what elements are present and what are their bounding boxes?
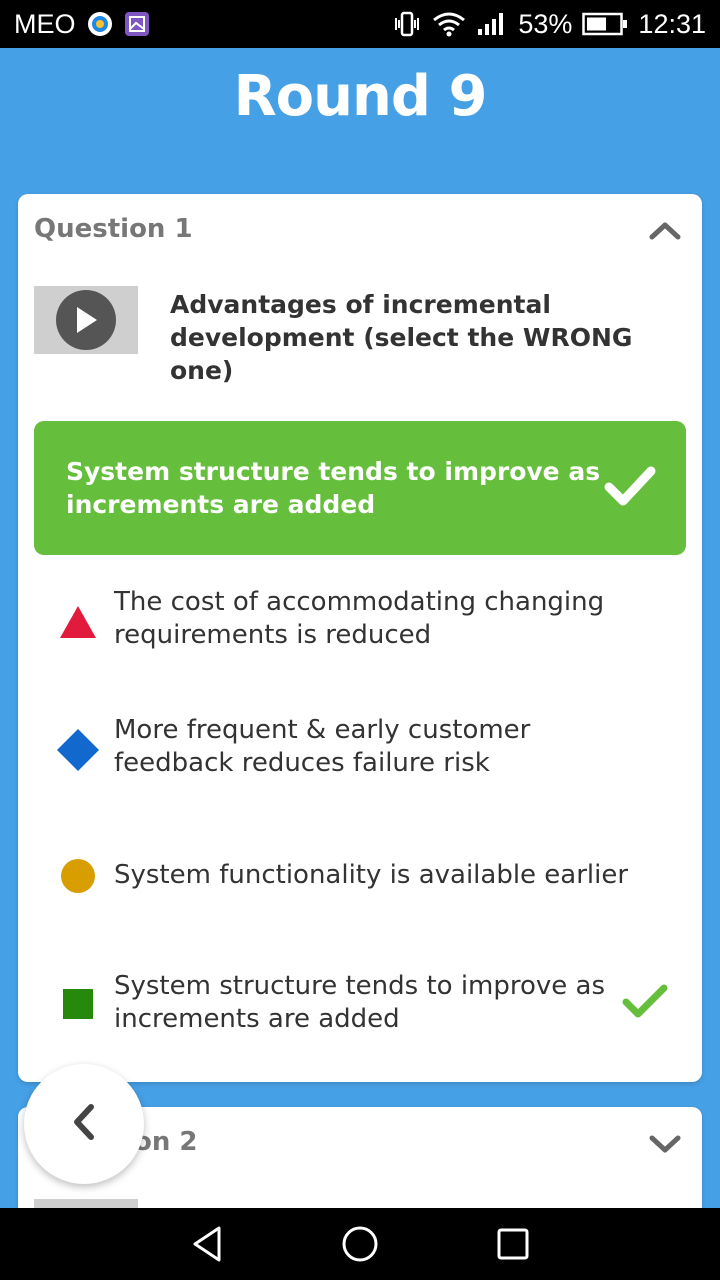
question-label: Question 1 <box>34 214 193 244</box>
chevron-left-icon <box>69 1102 99 1146</box>
battery-percent: 53% <box>518 8 573 39</box>
answer-text: The cost of accommodating changing requi… <box>114 587 605 650</box>
question-text: Advantages of incremental development (s… <box>170 290 633 385</box>
check-icon <box>622 982 668 1024</box>
play-icon[interactable] <box>56 290 116 350</box>
video-thumbnail[interactable] <box>34 286 138 354</box>
answer-option-3: System functionality is available earlie… <box>18 854 702 898</box>
signal-icon <box>476 11 508 37</box>
carrier-name: MEO <box>14 8 76 39</box>
nav-home-icon[interactable] <box>330 1214 390 1274</box>
chevron-down-icon[interactable] <box>648 1133 682 1157</box>
chevron-up-icon[interactable] <box>648 218 682 242</box>
nav-recents-icon[interactable] <box>483 1214 543 1274</box>
diamond-icon <box>56 728 100 772</box>
check-icon <box>604 464 656 512</box>
battery-icon <box>582 12 628 36</box>
answer-option-2: More frequent & early customer feedback … <box>18 710 702 790</box>
nav-back-icon[interactable] <box>177 1214 237 1274</box>
navigation-bar <box>0 1208 720 1280</box>
gallery-icon <box>124 11 150 37</box>
wifi-icon <box>432 11 466 37</box>
clock: 12:31 <box>638 8 706 39</box>
triangle-icon <box>56 600 100 644</box>
circle-icon <box>56 854 100 898</box>
back-button[interactable] <box>24 1064 144 1184</box>
carrier-app-icon <box>86 10 114 38</box>
answer-text: System structure tends to improve as inc… <box>114 971 606 1034</box>
vibrate-icon <box>392 11 422 37</box>
square-icon <box>56 982 100 1026</box>
answer-text: System functionality is available earlie… <box>114 860 629 890</box>
answer-option-1: The cost of accommodating changing requi… <box>18 582 702 662</box>
question-card-1: Question 1 Advantages of incremental dev… <box>18 194 702 1082</box>
correct-answer-banner: System structure tends to improve as inc… <box>34 421 686 555</box>
answer-text: More frequent & early customer feedback … <box>114 715 531 778</box>
answer-option-4: System structure tends to improve as inc… <box>18 966 702 1046</box>
question-label: on 2 <box>134 1127 198 1157</box>
correct-answer-text: System structure tends to improve as inc… <box>66 457 601 519</box>
status-bar: MEO 53% 12:31 <box>0 0 720 48</box>
header: Round 9 <box>0 48 720 194</box>
round-title: Round 9 <box>233 64 488 129</box>
